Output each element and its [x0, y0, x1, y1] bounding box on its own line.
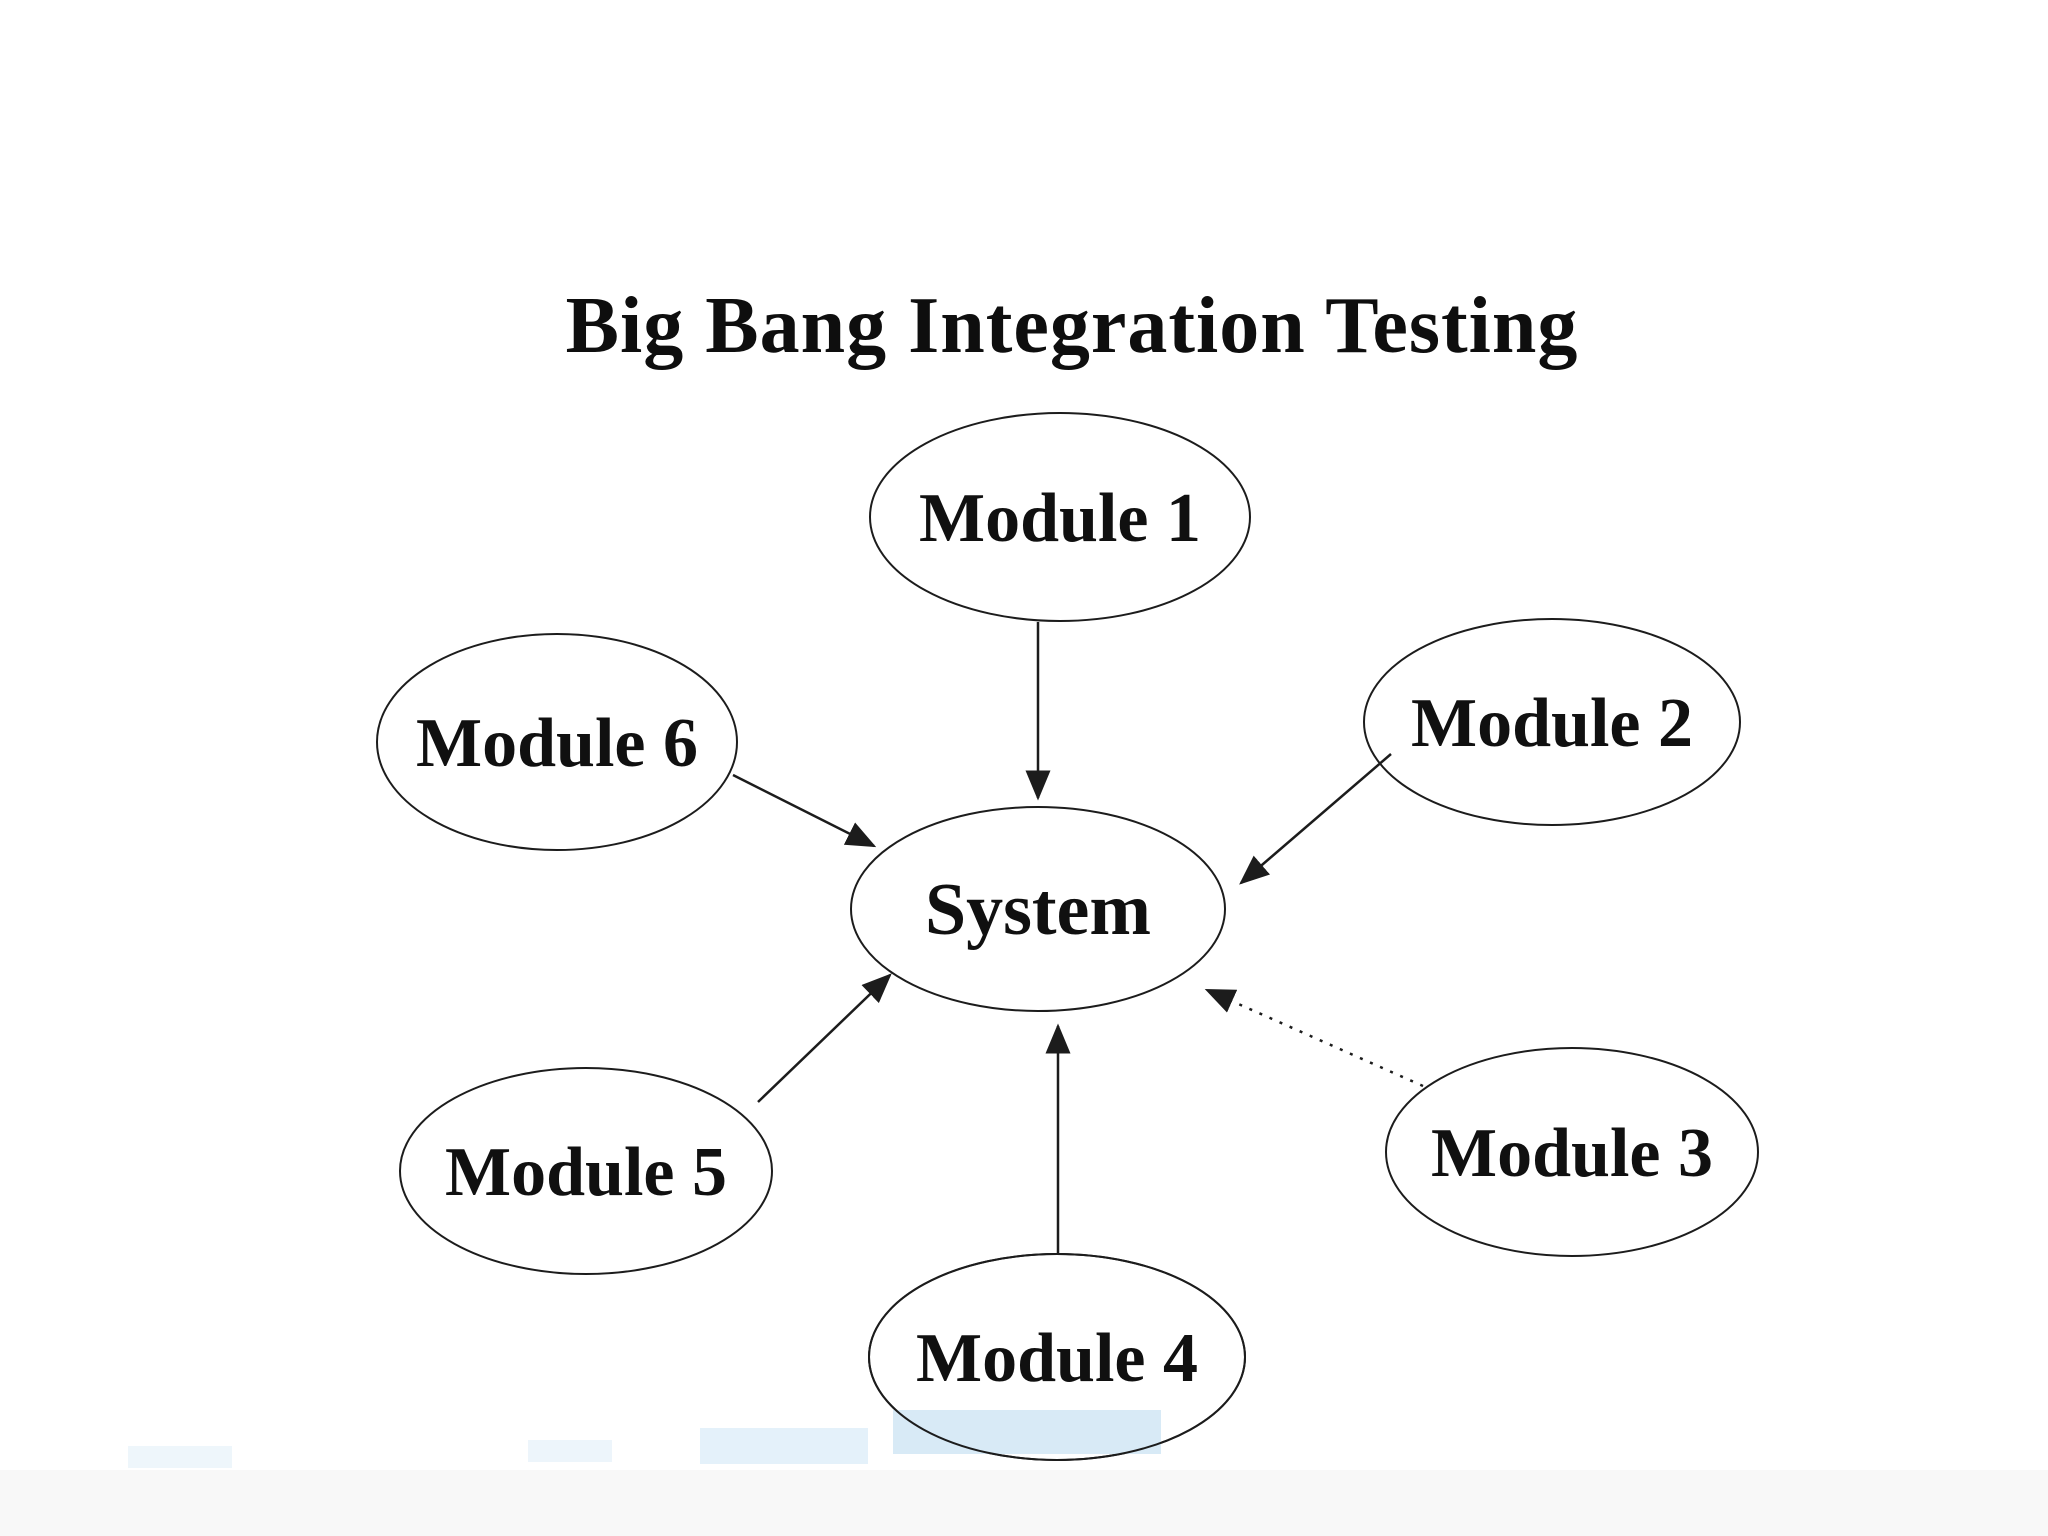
node-module-1-label: Module 1 [919, 480, 1201, 557]
node-module-2-label: Module 2 [1411, 685, 1693, 762]
node-module-3-ellipse [1385, 1047, 1759, 1257]
node-system-ellipse [850, 806, 1226, 1012]
node-module-5-label: Module 5 [445, 1134, 727, 1211]
node-system-label: System [925, 869, 1151, 951]
node-module-5-ellipse [399, 1067, 773, 1275]
node-module-6-ellipse [376, 633, 738, 851]
edge-module-5-to-system [757, 973, 892, 1103]
node-module-6-label: Module 6 [416, 705, 698, 782]
edge-module-6-to-system [732, 773, 877, 848]
node-module-1-ellipse [869, 412, 1251, 622]
artifact-highlight [528, 1440, 612, 1462]
artifact-highlight [128, 1446, 232, 1468]
diagram-title: Big Bang Integration Testing [566, 282, 1579, 370]
artifact-highlight [700, 1428, 868, 1464]
node-module-3-label: Module 3 [1431, 1115, 1713, 1192]
artifact-highlight [893, 1410, 1161, 1454]
node-module-2-ellipse [1363, 618, 1741, 826]
edge-module-2-to-system [1239, 753, 1392, 885]
node-module-4-outline [868, 1253, 1246, 1461]
node-module-4-label: Module 4 [916, 1320, 1198, 1397]
bottom-band-artifact [0, 1470, 2048, 1536]
